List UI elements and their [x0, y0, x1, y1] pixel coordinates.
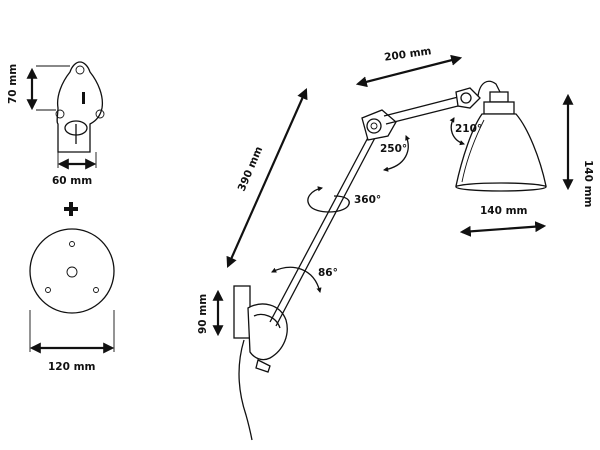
- base-height-dimension: 90 mm: [197, 289, 224, 337]
- upper-arm: [383, 95, 467, 125]
- elbow-rotation: 250°: [380, 135, 411, 172]
- base-rotation: 86°: [271, 266, 338, 294]
- base-angle-label: 86°: [318, 267, 338, 279]
- bracket-height-label: 70 mm: [7, 64, 19, 104]
- curved-arrow-icon: [271, 266, 322, 294]
- arm-rotation: 360°: [307, 186, 381, 213]
- elbow-angle-label: 250°: [380, 143, 407, 155]
- double-arrow-icon: [226, 87, 308, 269]
- shade-rim: [455, 182, 547, 192]
- shade-diameter-dimension: 140 mm: [459, 205, 547, 237]
- mounting-bracket: [36, 61, 105, 168]
- bracket-width-dimension: 60 mm: [52, 158, 97, 187]
- shade-rotation: 210°: [449, 117, 482, 146]
- shade-socket: [489, 91, 509, 103]
- elbow-joint: [361, 109, 397, 141]
- upper-arm-label: 200 mm: [383, 45, 432, 63]
- shade-height-label: 140 mm: [582, 160, 594, 208]
- base-height-label: 90 mm: [197, 294, 209, 334]
- shade-joint: [455, 80, 501, 109]
- wall-plate-disc: [29, 228, 115, 314]
- double-arrow-icon: [355, 54, 463, 88]
- plate-diameter-label: 120 mm: [48, 361, 96, 373]
- power-cable: [238, 339, 253, 441]
- bracket-height-dimension: 70 mm: [7, 64, 38, 111]
- bracket-width-label: 60 mm: [52, 175, 92, 187]
- base-joint: [247, 303, 288, 361]
- wall-plate: [29, 228, 115, 352]
- arm-length-dimension: 390 mm: [226, 87, 308, 269]
- shade-neck: [483, 101, 515, 115]
- plate-diameter-dimension: 120 mm: [29, 342, 115, 373]
- curved-arrow-icon: [382, 135, 411, 172]
- plus-icon: [64, 202, 78, 216]
- curved-arrow-icon: [307, 186, 350, 213]
- upper-arm-dimension: 200 mm: [355, 45, 463, 88]
- bracket-left-hole: [55, 109, 65, 119]
- lamp-shade: [455, 91, 547, 192]
- bracket-top-hole: [75, 65, 85, 75]
- curved-arrow-icon: [449, 117, 465, 146]
- double-arrow-icon: [459, 221, 547, 237]
- lower-arm: [269, 129, 378, 327]
- bracket-right-hole: [95, 109, 105, 119]
- shade-angle-label: 210°: [455, 123, 482, 135]
- arm-length-label: 390 mm: [236, 145, 266, 193]
- shade-height-dimension: 140 mm: [562, 93, 594, 208]
- shade-diameter-label: 140 mm: [480, 205, 528, 217]
- arm-angle-label: 360°: [354, 194, 381, 206]
- wall-base: [233, 285, 288, 373]
